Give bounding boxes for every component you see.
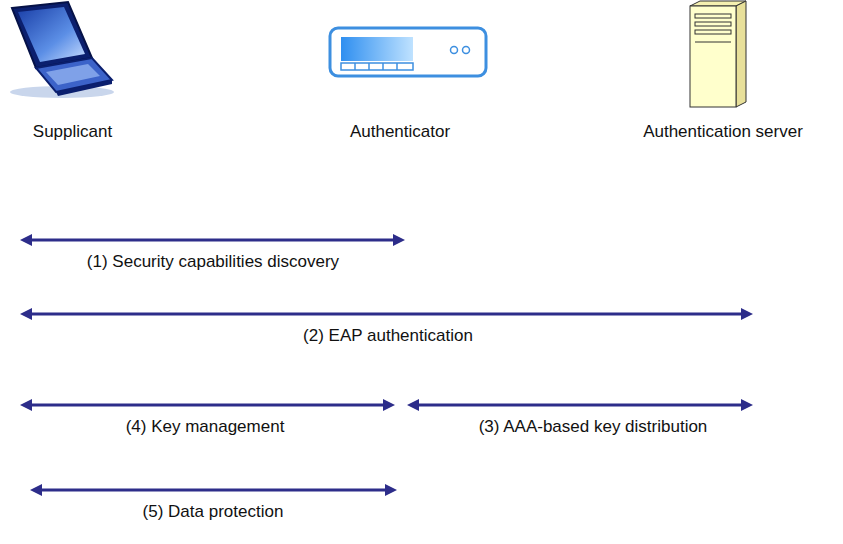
double-arrow <box>20 308 753 320</box>
step-label: (5) Data protection <box>141 502 286 522</box>
device-label: Supplicant <box>2 122 143 142</box>
double-arrow <box>407 399 753 411</box>
double-arrow <box>20 399 395 411</box>
device-node: Authenticator <box>317 0 483 150</box>
device-node: Supplicant <box>2 0 143 150</box>
step-label: (1) Security capabilities discovery <box>85 252 341 272</box>
laptop-icon <box>10 2 114 98</box>
device-label: Authenticator <box>317 122 483 142</box>
server-icon <box>690 1 746 107</box>
router-icon <box>330 28 486 76</box>
device-node: Authentication server <box>605 0 841 150</box>
step-label: (3) AAA-based key distribution <box>477 417 710 437</box>
step-label: (4) Key management <box>124 417 287 437</box>
device-label: Authentication server <box>605 122 841 142</box>
double-arrow <box>20 234 405 246</box>
double-arrow <box>30 484 397 496</box>
step-label: (2) EAP authentication <box>301 326 475 346</box>
